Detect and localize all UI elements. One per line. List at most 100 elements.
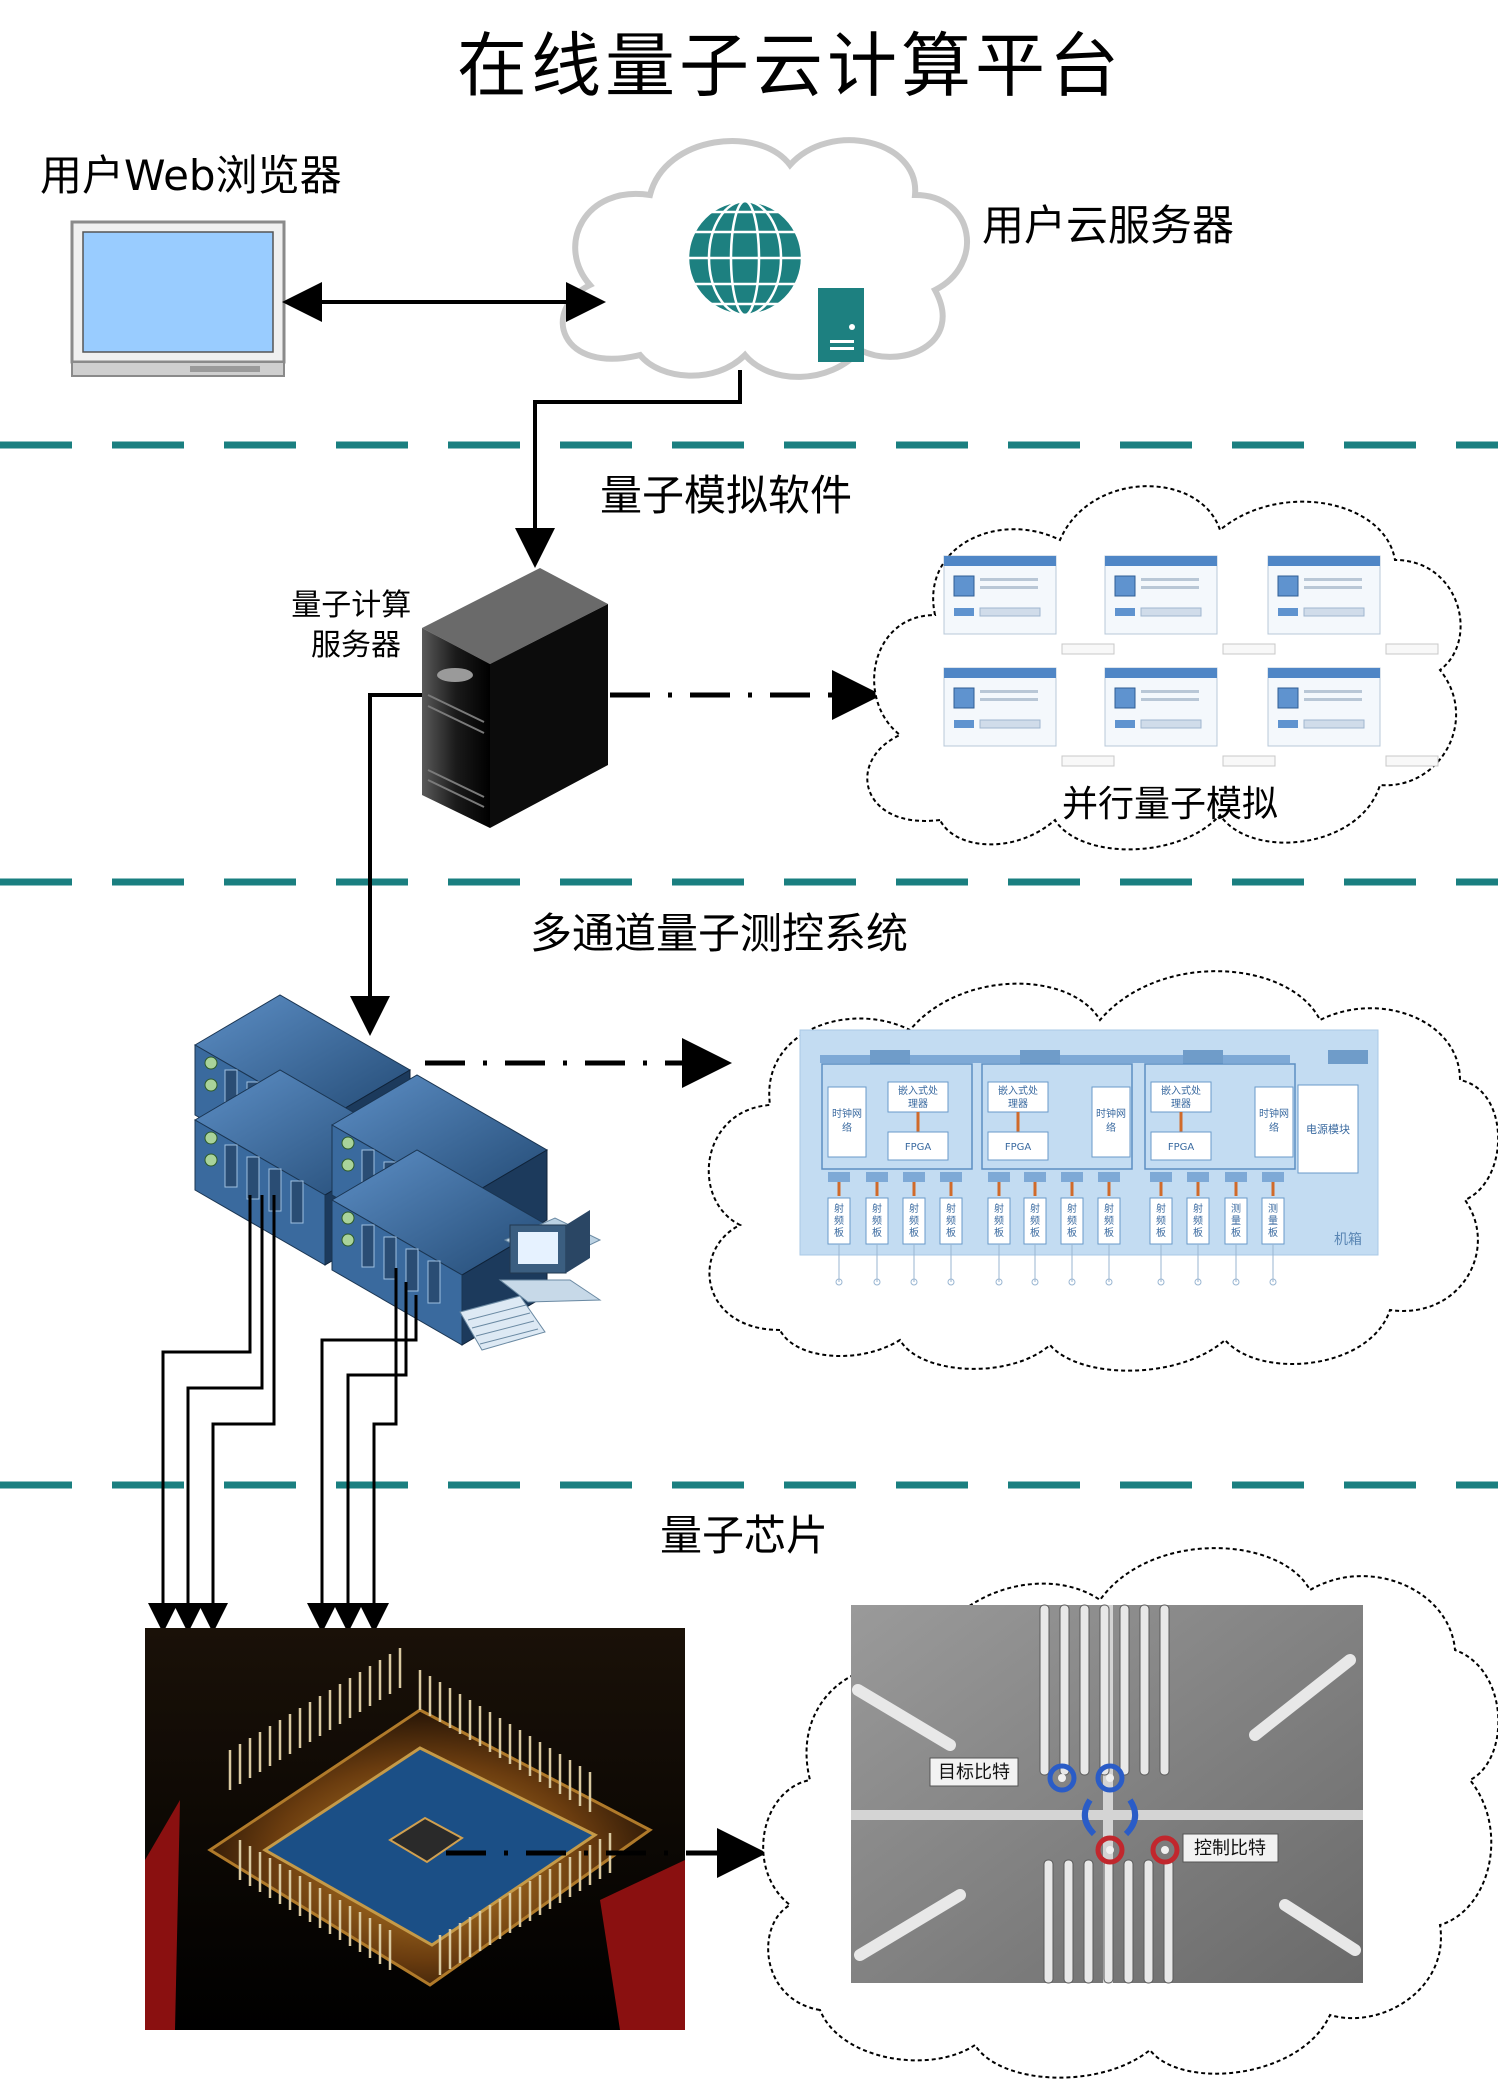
- measure-control-label: 多通道量子测控系统: [530, 909, 908, 958]
- fpga-label: FPGA: [905, 1142, 932, 1153]
- cloud-server-cloud: [559, 137, 971, 380]
- chassis-label: 机箱: [1334, 1232, 1362, 1248]
- sem-finger: [1143, 1859, 1154, 1984]
- quantum-chip-photo: [145, 1628, 685, 2030]
- fpga-label: FPGA: [1168, 1142, 1195, 1153]
- rf-board-label: 量: [1231, 1215, 1241, 1227]
- sem-finger: [1039, 1604, 1050, 1776]
- rf-board-label: 频: [994, 1214, 1004, 1227]
- clock-network-label: 时钟网: [1259, 1107, 1289, 1120]
- board-connector: [1183, 1050, 1223, 1064]
- rf-board-label: 频: [834, 1214, 844, 1227]
- rf-board-label: 射: [1030, 1203, 1040, 1215]
- sim-software-label: 量子模拟软件: [600, 471, 852, 520]
- clock-network-label: 络: [1106, 1121, 1116, 1134]
- rf-board-label: 射: [872, 1203, 882, 1215]
- rf-board-label: 板: [1030, 1226, 1040, 1239]
- sem-probe: [852, 1684, 956, 1751]
- rf-board-label: 频: [1030, 1214, 1040, 1227]
- rf-board-label: 射: [994, 1203, 1004, 1215]
- rf-board: 射频板: [987, 1172, 1011, 1286]
- rf-board-label: 板: [834, 1226, 844, 1239]
- rf-board-label: 板: [1268, 1226, 1278, 1239]
- board-diagram: 时钟网络嵌入式处理器FPGA时钟网络嵌入式处理器FPGA时钟网络嵌入式处理器FP…: [820, 1050, 1368, 1286]
- rf-board: 射频板: [1097, 1172, 1121, 1286]
- board-connector: [870, 1050, 910, 1064]
- sem-finger: [1099, 1604, 1110, 1776]
- embedded-processor-label: 理器: [1171, 1098, 1191, 1110]
- rf-board-label: 板: [909, 1226, 919, 1239]
- embedded-processor-label: 嵌入式处: [898, 1084, 938, 1097]
- embedded-processor-label: 理器: [1008, 1098, 1028, 1110]
- page-title: 在线量子云计算平台: [457, 25, 1123, 107]
- qubit-ring: [1095, 1835, 1125, 1865]
- rf-board: 测量板: [1261, 1172, 1285, 1286]
- clock-network-label: 络: [842, 1121, 852, 1134]
- embedded-processor-label: 嵌入式处: [998, 1084, 1038, 1097]
- chip-label: 量子芯片: [660, 1511, 828, 1560]
- control-server-cluster-icon: [194, 994, 548, 1346]
- rf-board-label: 频: [872, 1214, 882, 1227]
- rf-board-label: 射: [909, 1203, 919, 1215]
- rf-board-label: 量: [1268, 1215, 1278, 1227]
- chip-wires: [148, 1195, 418, 1633]
- embedded-processor-label: 嵌入式处: [1161, 1084, 1201, 1097]
- sim-window-icon: [1104, 555, 1276, 655]
- clock-network-label: 络: [1269, 1121, 1279, 1134]
- qubit-core: [1106, 1774, 1114, 1782]
- control-qubit-box: [1182, 1833, 1279, 1863]
- sim-window-icon: [1267, 555, 1439, 655]
- rf-board-label: 板: [1231, 1226, 1241, 1239]
- power-module-box: [1297, 1084, 1359, 1174]
- board-cloud: 时钟网络嵌入式处理器FPGA时钟网络嵌入式处理器FPGA时钟网络嵌入式处理器FP…: [707, 970, 1498, 1372]
- arrow-qserver-to-control: [350, 693, 422, 1036]
- arrow-cloud-to-qserver: [515, 370, 742, 568]
- coupler-arc: [1123, 1798, 1139, 1837]
- qc-server-label-line2: 服务器: [311, 628, 401, 663]
- qubit-ring: [1095, 1763, 1125, 1793]
- sem-finger: [1059, 1604, 1070, 1776]
- sem-finger: [1123, 1859, 1134, 1984]
- rf-board-label: 频: [1067, 1214, 1077, 1227]
- quantum-server-tower-icon: [422, 568, 608, 828]
- cloud-server-label: 用户云服务器: [982, 201, 1234, 250]
- rf-board-label: 板: [872, 1226, 882, 1239]
- rf-board-label: 射: [946, 1203, 956, 1215]
- sem-finger: [1139, 1604, 1150, 1776]
- section-separators: [0, 441, 1498, 1489]
- rf-board-label: 测: [1268, 1202, 1278, 1215]
- browser-laptop-icon: [70, 220, 286, 377]
- sem-probe: [1249, 1654, 1356, 1741]
- fpga-label: FPGA: [1005, 1142, 1032, 1153]
- sem-finger: [1079, 1604, 1090, 1776]
- rf-board-label: 射: [1156, 1203, 1166, 1215]
- rf-board-label: 频: [1156, 1214, 1166, 1227]
- rf-board-label: 射: [1193, 1203, 1203, 1215]
- rf-board-label: 板: [1156, 1226, 1166, 1239]
- chip-pins: [228, 1648, 612, 1975]
- server-icon: [818, 288, 864, 362]
- sim-window-icon: [1104, 667, 1276, 767]
- rf-board-label: 频: [909, 1214, 919, 1227]
- control-qubit-label: 控制比特: [1194, 1838, 1266, 1859]
- rf-board-label: 频: [1104, 1214, 1114, 1227]
- coupler-arc: [1081, 1798, 1097, 1837]
- sem-vertical-line: [1103, 1605, 1113, 1983]
- qubit-core: [1058, 1774, 1066, 1782]
- rf-board-label: 板: [994, 1226, 1004, 1239]
- rf-board: 射频板: [1060, 1172, 1084, 1286]
- sem-finger: [1163, 1859, 1174, 1984]
- rf-board-label: 板: [946, 1226, 956, 1239]
- sim-window-icon: [943, 667, 1115, 767]
- board-connector: [1020, 1050, 1060, 1064]
- sem-finger: [1043, 1859, 1054, 1984]
- parallel-sim-cloud: [866, 485, 1462, 851]
- qubit-ring: [1150, 1835, 1180, 1865]
- sem-finger: [1063, 1859, 1074, 1984]
- clock-network-label: 时钟网: [1096, 1107, 1126, 1120]
- rf-board: 射频板: [1186, 1172, 1210, 1286]
